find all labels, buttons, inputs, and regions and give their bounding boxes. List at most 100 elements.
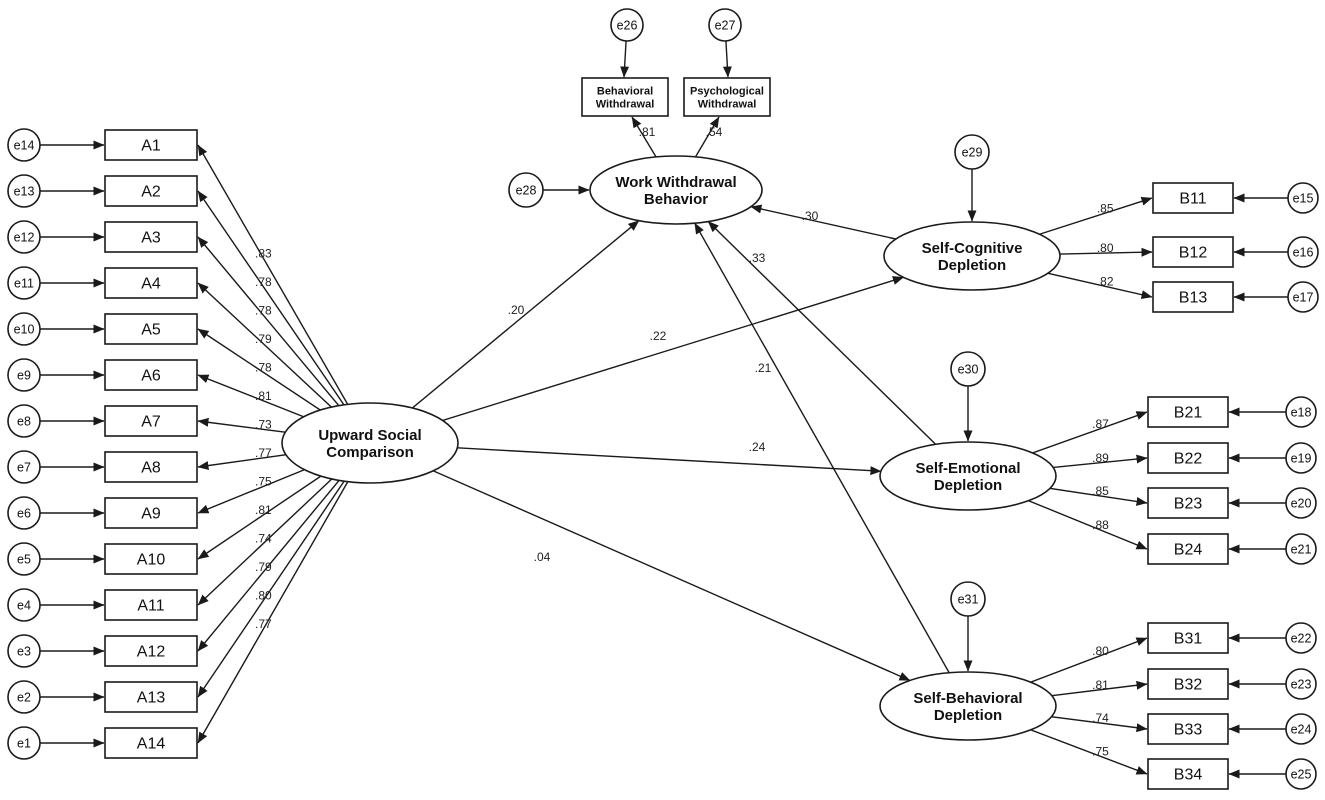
error-e4-shape [7,588,41,622]
error-e9-shape [7,358,41,392]
indicator-a12-box [104,635,198,667]
error-e26-shape [610,8,644,42]
error-e19-label: e19 [1291,451,1312,465]
error-e2-label: e2 [17,690,31,704]
error-e28-shape [508,172,544,208]
error-e11-shape [7,266,41,300]
indicator-a13-box [104,681,198,713]
indicator-b12-box [1152,236,1234,268]
error-e24-shape [1285,713,1317,745]
error-e6-label: e6 [17,506,31,520]
indicator-a9-box [104,497,198,529]
error-e8-shape [7,404,41,438]
error-e20-label: e20 [1291,496,1312,510]
path-coef-sbd-wwb: .21 [755,361,772,375]
loading-a7: .73 [255,418,272,432]
indicator-b11-label: B11 [1179,191,1206,208]
loading-b23: .85 [1092,484,1109,498]
indicator-b33-box [1147,713,1229,745]
indicator-b34-label: B34 [1174,767,1203,784]
path-sed-to-wwb [707,221,969,477]
indicator-b32-box [1147,668,1229,700]
error-e16-shape [1287,236,1319,268]
indicator-b24-label: B24 [1174,542,1203,559]
error-e31-label: e31 [958,592,979,606]
loading-a6: .81 [255,389,272,403]
loading-a13: .80 [255,589,272,603]
indicator-a4-label: A4 [141,276,161,293]
error-e30-label: e30 [958,362,979,376]
loading-a1: .83 [255,246,272,260]
error-e28-label: e28 [516,183,537,197]
indicator-b32-label: B32 [1174,677,1203,694]
loading-a5: .78 [255,361,272,375]
error-e10-shape [7,312,41,346]
loading-a2: .78 [255,275,272,289]
loading-b11: .85 [1097,201,1114,215]
indicator-a2-box [104,175,198,207]
indicator-a6-label: A6 [141,368,161,385]
indicator-a7-label: A7 [141,414,161,431]
indicator-b11-box [1152,182,1234,214]
indicator-a5-box [104,313,198,345]
indicator-b13-label: B13 [1179,290,1208,307]
error-e4-label: e4 [17,598,31,612]
indicator-b31-label: B31 [1174,631,1203,648]
error-e10-label: e10 [14,322,35,336]
loading-a10: .81 [255,503,272,517]
error-e7-shape [7,450,41,484]
indicator-a2-label: A2 [141,184,161,201]
indicator-a13-label: A13 [137,690,166,707]
error-e31-shape [950,581,986,617]
error-e2-shape [7,680,41,714]
loading-b32: .81 [1092,678,1109,692]
path-sbd-to-wwb [694,222,969,707]
indicator-a11-box [104,589,198,621]
loading-a11: .74 [255,532,272,546]
indicator-b22-label: B22 [1174,451,1203,468]
loading-a8: .77 [255,446,272,460]
error-e25-label: e25 [1291,767,1312,781]
error-e1-label: e1 [17,736,31,750]
loading-b31: .80 [1092,644,1109,658]
indicator-b21-box [1147,396,1229,428]
path-usc-to-scd [369,276,904,444]
indicator-b24-box [1147,533,1229,565]
indicator-a14-box [104,727,198,759]
error-e13-label: e13 [14,184,35,198]
indicator-a9-label: A9 [141,506,161,523]
path-usc-to-wwb [369,220,640,444]
edges-layer [24,24,1303,779]
indicator-b23-box [1147,487,1229,519]
error-e30-shape [950,351,986,387]
indicator-b12-label: B12 [1179,245,1208,262]
latent-scd-shape [883,221,1061,291]
edge-usc-to-a1 [197,144,371,444]
loading-b12: .80 [1097,241,1114,255]
error-e9-label: e9 [17,368,31,382]
error-e5-label: e5 [17,552,31,566]
error-e21-shape [1285,533,1317,565]
indicator-a10-box [104,543,198,575]
error-e14-shape [7,128,41,162]
loading-b24: .88 [1092,518,1109,532]
error-e20-shape [1285,487,1317,519]
error-e29-label: e29 [962,145,983,159]
error-e3-label: e3 [17,644,31,658]
indicator-a6-box [104,359,198,391]
error-e25-shape [1285,758,1317,790]
error-e22-shape [1285,622,1317,654]
error-e17-label: e17 [1293,290,1314,304]
indicator-a1-label: A1 [141,138,161,155]
indicator-behavioral-withdrawal-box [581,77,669,117]
error-e27-label: e27 [715,18,736,32]
indicator-a8-label: A8 [141,460,161,477]
indicator-a8-box [104,451,198,483]
